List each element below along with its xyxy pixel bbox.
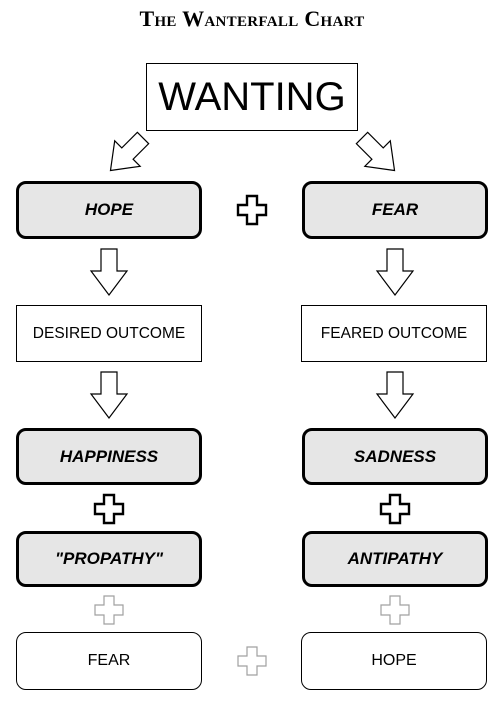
faint-plus-icon <box>237 646 267 676</box>
fear-box: FEAR <box>302 181 488 239</box>
antipathy-box: ANTIPATHY <box>302 531 488 587</box>
feared-outcome-box: FEARED OUTCOME <box>301 305 487 362</box>
wanting-box: WANTING <box>146 63 358 131</box>
down-arrow-icon <box>376 248 414 296</box>
bottom-hope-box: HOPE <box>301 632 487 690</box>
chart-title: The Wanterfall Chart <box>139 6 365 31</box>
down-arrow-icon <box>90 248 128 296</box>
diagonal-arrow-left-icon <box>97 124 157 184</box>
propathy-box: "PROPATHY" <box>16 531 202 587</box>
sadness-box: SADNESS <box>302 428 488 485</box>
down-arrow-icon <box>376 371 414 419</box>
down-arrow-icon <box>90 371 128 419</box>
diagonal-arrow-right-icon <box>348 124 408 184</box>
happiness-box: HAPPINESS <box>16 428 202 485</box>
bottom-fear-box: FEAR <box>16 632 202 690</box>
plus-icon <box>379 493 411 525</box>
desired-outcome-box: DESIRED OUTCOME <box>16 305 202 362</box>
plus-icon <box>236 194 268 226</box>
faint-plus-icon <box>380 595 410 625</box>
faint-plus-icon <box>94 595 124 625</box>
plus-icon <box>93 493 125 525</box>
hope-box: HOPE <box>16 181 202 239</box>
